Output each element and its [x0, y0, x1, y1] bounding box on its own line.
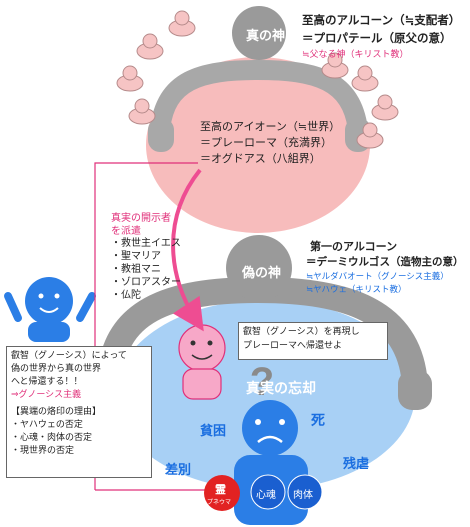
- heresy-item: ・心魂・肉体の否定: [11, 433, 93, 443]
- spirit-sub-label: プネウマ: [207, 499, 232, 506]
- pleroma-circle: [146, 57, 370, 233]
- savior-item: ・聖マリア: [111, 251, 161, 262]
- person-arms: [4, 292, 96, 322]
- aeon-figures: [116, 10, 399, 149]
- true-god-head: [232, 6, 286, 60]
- speech-bubble: 叡智（グノーシス）を再現し プレーローマへ帰還せよ: [238, 322, 388, 360]
- question-mark: ?: [250, 360, 274, 404]
- spirit-circle: [204, 475, 240, 511]
- oblivion-label: 真実の忘却: [246, 381, 316, 397]
- savior-item: ・救世主イエス: [111, 238, 181, 249]
- savior-heading-2: を派遣: [111, 226, 141, 237]
- soul-circle: [250, 474, 286, 510]
- true-god-label: 真の神: [246, 29, 286, 44]
- speech-line-1: 叡智（グノーシス）を再現し: [243, 327, 360, 337]
- person-head: [25, 277, 73, 325]
- heresy-item: ・現世界の否定: [11, 446, 75, 456]
- false-god-note-1: ≒ヤルダバオート（グノーシス主義）: [306, 272, 449, 282]
- poverty-label: 貧困: [200, 424, 227, 439]
- true-god-arms: [150, 59, 368, 140]
- savior-item: ・ゾロアスター: [111, 277, 181, 288]
- heresy-title: 【異端の烙印の理由】: [11, 407, 102, 417]
- death-label: 死: [311, 413, 325, 429]
- savior-list: ・救世主イエス ・聖マリア ・教祖マニ ・ゾロアスター ・仏陀: [111, 237, 181, 302]
- savior-heading-1: 真実の開示者: [111, 213, 171, 224]
- true-god-note: ≒父なる神（キリスト教）: [302, 50, 409, 60]
- gnostic-line-1: 叡智（グノーシス）によって: [11, 351, 127, 361]
- discrimination-label: 差別: [165, 463, 192, 478]
- false-god-title-1: 第一のアルコーン: [310, 240, 398, 253]
- savior-item: ・仏陀: [111, 290, 141, 301]
- false-god-note-2: ≒ヤハウェ（キリスト教）: [306, 285, 407, 295]
- soul-label: 心魂: [256, 490, 276, 501]
- heresy-item: ・ヤハウェの否定: [11, 420, 83, 430]
- true-god-title-2: ＝プロパテール（原父の意）: [302, 31, 452, 45]
- speech-line-2: プレーローマへ帰還せよ: [243, 341, 343, 351]
- gnostic-box: 叡智（グノーシス）によって 偽の世界から真の世界 へと帰還する！！ ⇒グノーシス…: [6, 346, 152, 478]
- body-label: 肉体: [293, 490, 313, 501]
- descent-arrow: [171, 168, 204, 332]
- savior-item: ・教祖マニ: [111, 264, 161, 275]
- revealer-body: [182, 368, 222, 400]
- body-circle: [287, 474, 323, 510]
- revealer-head: [178, 324, 226, 372]
- gnostic-line-3: へと帰還する！！: [11, 377, 83, 387]
- false-god-hand-right: [398, 370, 432, 410]
- spirit-label: 霊: [215, 483, 226, 496]
- cruelty-label: 残虐: [343, 457, 370, 472]
- false-god-head: [226, 235, 292, 301]
- true-god-hand-left: [148, 118, 174, 152]
- pleroma-line-2: ＝プレーローマ（充満界）: [200, 136, 332, 149]
- true-god-title-1: 至高のアルコーン（≒支配者）: [302, 13, 461, 27]
- gnostic-line-2: 偽の世界から真の世界: [11, 364, 102, 374]
- false-god-label: 偽の神: [242, 266, 282, 281]
- pleroma-line-1: 至高のアイオーン（≒世界）: [200, 120, 341, 133]
- false-god-title-2: ＝デーミウルゴス（造物主の意）: [306, 256, 464, 268]
- human-head: [242, 400, 298, 456]
- gnostic-line-4: ⇒グノーシス主義: [11, 390, 82, 400]
- person-body: [28, 322, 70, 342]
- pleroma-line-3: ＝オグドアス（八組界）: [200, 152, 321, 165]
